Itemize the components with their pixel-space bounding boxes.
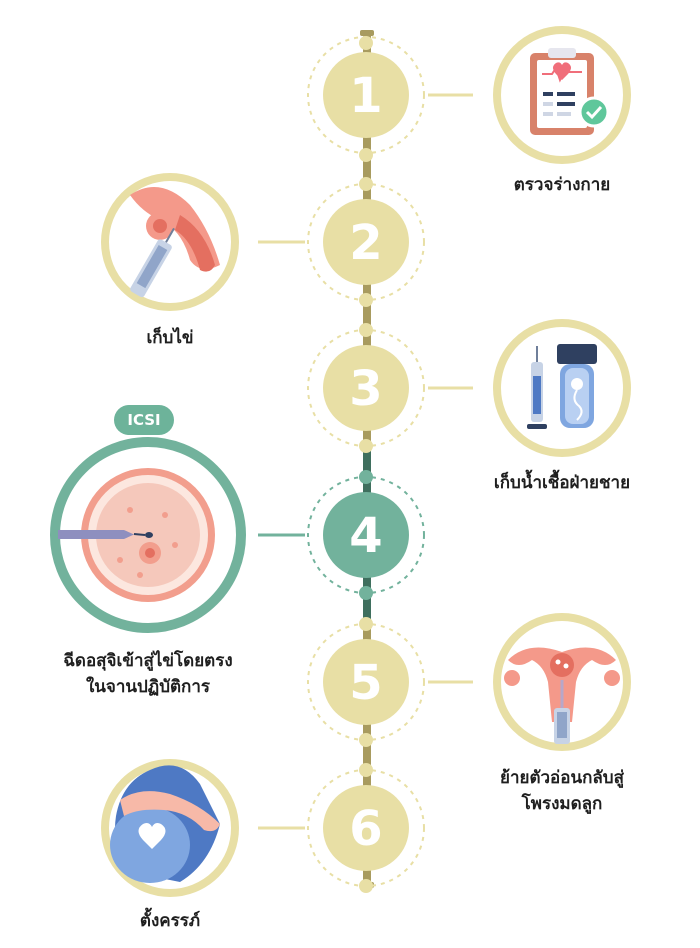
step-label-6: ตั้งครรภ์ (70, 908, 270, 934)
step-node-6: 6 (258, 763, 425, 893)
node-dot (359, 293, 373, 307)
step-label-line: ฉีดอสุจิเข้าสู่ไข่โดยตรง (63, 651, 233, 671)
node-dot (359, 470, 373, 484)
icsi-badge: ICSI (114, 405, 174, 435)
node-dot (359, 586, 373, 600)
node-circle (323, 345, 409, 431)
node-circle (323, 199, 409, 285)
node-dot (359, 323, 373, 337)
step-node-3: 3 (307, 323, 473, 453)
node-circle (323, 492, 409, 578)
step-node-5: 5 (307, 617, 473, 747)
step-label-line: โพรงมดลูก (521, 794, 603, 814)
node-circle (323, 785, 409, 871)
step-label-line: ในจานปฏิบัติการ (85, 677, 211, 697)
node-dot (359, 36, 373, 50)
step-label-5: ย้ายตัวอ่อนกลับสู่ โพรงมดลูก (452, 765, 672, 817)
step-label-line: ตรวจร่างกาย (513, 175, 611, 195)
node-dot (359, 617, 373, 631)
pregnant-belly-heart-icon (101, 759, 239, 897)
step-label-1: ตรวจร่างกาย (462, 172, 662, 198)
node-circle (323, 639, 409, 725)
step-label-4: ฉีดอสุจิเข้าสู่ไข่โดยตรง ในจานปฏิบัติการ (28, 648, 268, 700)
node-dot (359, 879, 373, 893)
step-number: 6 (349, 801, 382, 857)
spine-cap-top (360, 30, 374, 36)
step-number: 2 (349, 215, 382, 271)
egg-retrieval-needle-icon (101, 173, 239, 311)
step-node-1: 1 (307, 36, 473, 162)
node-dot (359, 177, 373, 191)
step-number: 3 (349, 361, 382, 417)
step-node-4: 4 (258, 470, 425, 600)
step-label-line: เก็บไข่ (146, 328, 194, 348)
step-node-2: 2 (258, 177, 425, 307)
node-dot (359, 733, 373, 747)
uterus-embryo-transfer-icon (493, 613, 631, 751)
step-label-line: ย้ายตัวอ่อนกลับสู่ (500, 768, 624, 788)
step-label-2: เก็บไข่ (70, 325, 270, 351)
spine-segment-gold-bottom (363, 620, 371, 888)
clipboard-checkup-icon (493, 26, 631, 164)
step-label-3: เก็บน้ำเชื้อฝ่ายชาย (452, 470, 672, 496)
node-dot (359, 439, 373, 453)
node-dot (359, 148, 373, 162)
icsi-egg-injection-icon (50, 437, 246, 633)
node-circle (323, 52, 409, 138)
node-dot (359, 763, 373, 777)
step-number: 4 (349, 508, 382, 564)
step-number: 5 (349, 655, 382, 711)
step-number: 1 (349, 68, 382, 124)
step-label-line: เก็บน้ำเชื้อฝ่ายชาย (493, 473, 631, 493)
step-label-line: ตั้งครรภ์ (139, 911, 201, 931)
sperm-collection-tube-icon (493, 319, 631, 457)
